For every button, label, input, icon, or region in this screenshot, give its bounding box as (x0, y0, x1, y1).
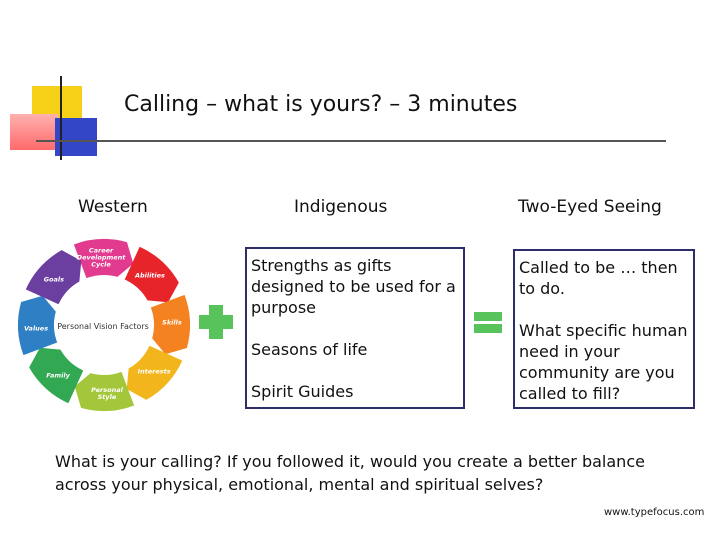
equals-icon (474, 312, 502, 321)
cycle-segment-label: Abilities (134, 271, 165, 279)
cycle-center-label: Personal Vision Factors (57, 322, 149, 331)
reflection-question: What is your calling? If you followed it… (55, 450, 675, 496)
column-heading-indigenous: Indigenous (294, 197, 387, 217)
cycle-segment-label: Style (98, 393, 117, 401)
column-heading-two-eyed-seeing: Two-Eyed Seeing (518, 197, 662, 217)
cycle-segment-label: Values (24, 324, 48, 332)
two-eyed-item-question: What specific human need in your communi… (519, 320, 689, 404)
career-cycle-diagram: CareerDevelopmentCycleAbilitiesSkillsInt… (10, 232, 198, 418)
cycle-segment-label: Skills (162, 319, 182, 327)
cycle-segment-label: Cycle (91, 261, 111, 269)
equals-icon-lower (474, 324, 502, 333)
decor-vertical-line (60, 76, 62, 160)
indigenous-item-seasons: Seasons of life (251, 339, 459, 360)
decor-red-square (10, 114, 58, 150)
two-eyed-item-called: Called to be … then to do. (519, 257, 689, 299)
two-eyed-seeing-box: Called to be … then to do. What specific… (513, 249, 695, 409)
indigenous-box: Strengths as gifts designed to be used f… (245, 247, 465, 409)
indigenous-item-strengths: Strengths as gifts designed to be used f… (251, 255, 459, 318)
cycle-segment-label: Interests (138, 367, 171, 375)
title-underline (36, 140, 666, 142)
indigenous-item-spirit-guides: Spirit Guides (251, 381, 459, 402)
page-title: Calling – what is yours? – 3 minutes (124, 92, 517, 117)
cycle-segment-label: Goals (44, 276, 64, 284)
column-heading-western: Western (78, 197, 148, 217)
cycle-segment-label: Family (46, 372, 70, 380)
plus-icon (199, 315, 233, 329)
credit-link[interactable]: www.typefocus.com (604, 507, 704, 518)
